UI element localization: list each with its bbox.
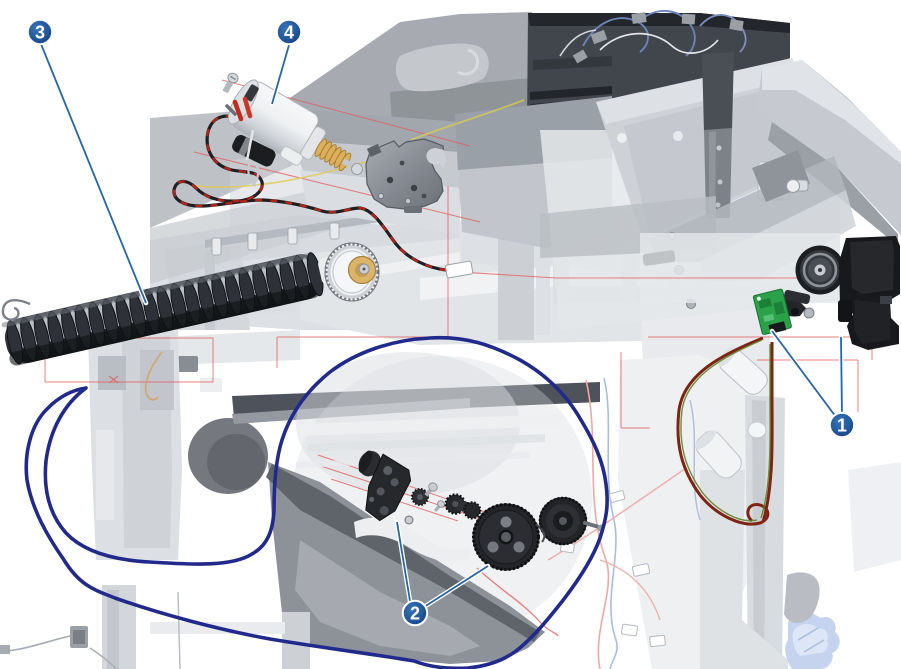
svg-text:1: 1	[837, 416, 847, 436]
svg-text:4: 4	[284, 23, 294, 43]
svg-text:3: 3	[35, 23, 45, 43]
svg-text:2: 2	[410, 604, 420, 624]
